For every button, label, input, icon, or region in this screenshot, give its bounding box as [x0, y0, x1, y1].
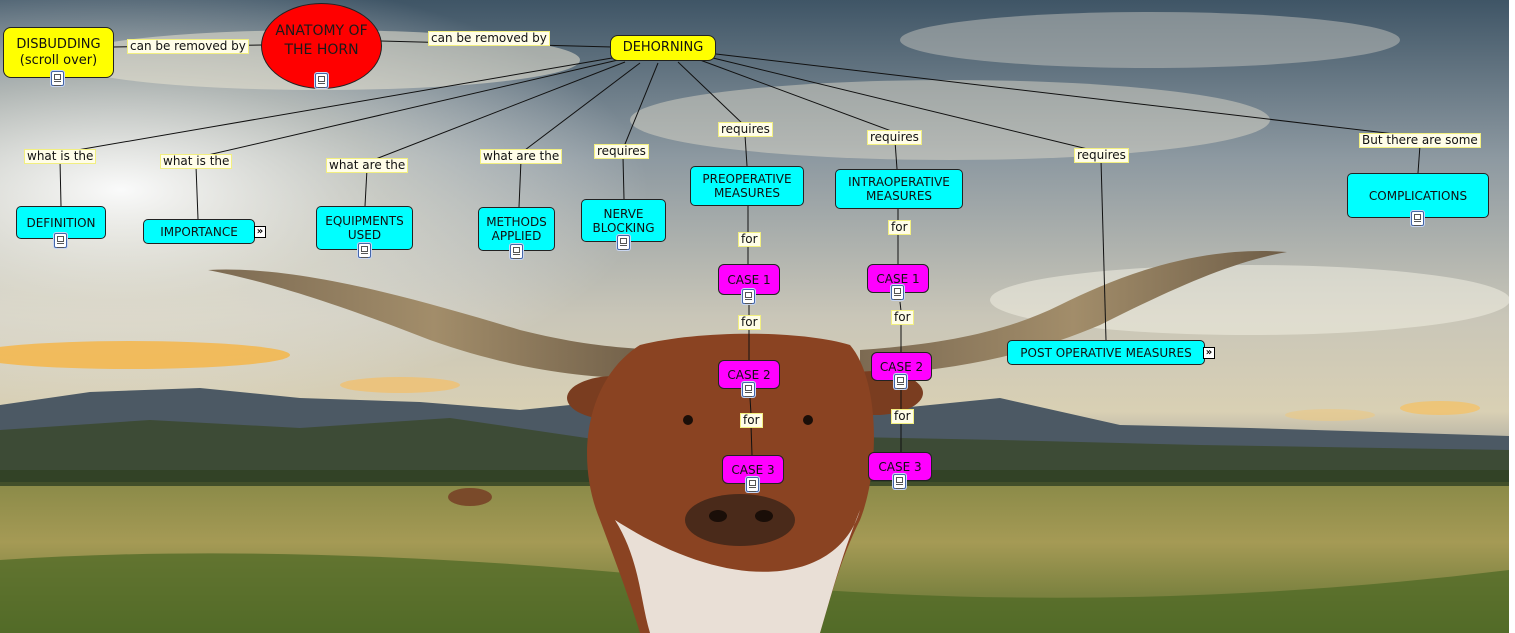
document-icon[interactable]: [54, 233, 67, 248]
pre-case1-label: CASE 1: [727, 273, 770, 287]
intra-case2-label: CASE 2: [880, 360, 923, 374]
anatomy-label: ANATOMY OF THE HORN: [274, 22, 369, 60]
document-icon[interactable]: [891, 285, 904, 300]
intra-case1-label: CASE 1: [876, 272, 919, 286]
nerve-label: NERVE BLOCKING: [582, 207, 665, 235]
link-label-methods: what are the: [480, 149, 562, 164]
document-icon[interactable]: [894, 374, 907, 389]
link-label-disbudding-anatomy: can be removed by: [127, 39, 249, 54]
importance-label: IMPORTANCE: [160, 225, 238, 239]
document-icon[interactable]: [358, 243, 371, 258]
intra-case3-label: CASE 3: [878, 460, 921, 474]
double-chevron-icon[interactable]: »: [1203, 347, 1215, 359]
link-label-definition: what is the: [24, 149, 96, 164]
pre-case3-label: CASE 3: [731, 463, 774, 477]
link-label-anatomy-dehorning: can be removed by: [428, 31, 550, 46]
link-label-equipments: what are the: [326, 158, 408, 173]
document-icon[interactable]: [742, 289, 755, 304]
document-icon[interactable]: [510, 244, 523, 259]
methods-label: METHODS APPLIED: [479, 215, 554, 243]
link-label-pre-for-1: for: [738, 232, 761, 247]
equipments-label: EQUIPMENTS USED: [317, 214, 412, 242]
document-icon[interactable]: [742, 382, 755, 397]
intraop-label: INTRAOPERATIVE MEASURES: [836, 175, 962, 203]
document-icon[interactable]: [893, 474, 906, 489]
post-operative-measures-node[interactable]: POST OPERATIVE MEASURES: [1007, 340, 1205, 365]
link-label-pre-for-3: for: [740, 413, 763, 428]
document-icon[interactable]: [1411, 211, 1424, 226]
preop-label: PREOPERATIVE MEASURES: [691, 172, 803, 200]
link-label-intraop: requires: [867, 130, 922, 145]
double-chevron-icon[interactable]: »: [254, 226, 266, 238]
complications-label: COMPLICATIONS: [1369, 189, 1467, 203]
pre-case2-label: CASE 2: [727, 368, 770, 382]
disbudding-label: DISBUDDING (scroll over): [4, 37, 113, 69]
link-label-nerve: requires: [594, 144, 649, 159]
link-label-intra-for-3: for: [891, 409, 914, 424]
link-label-complications: But there are some: [1359, 133, 1481, 148]
link-label-postop: requires: [1074, 148, 1129, 163]
intraoperative-measures-node[interactable]: INTRAOPERATIVE MEASURES: [835, 169, 963, 209]
document-icon[interactable]: [617, 235, 630, 250]
dehorning-label: DEHORNING: [623, 40, 704, 56]
postop-label: POST OPERATIVE MEASURES: [1020, 346, 1191, 360]
definition-label: DEFINITION: [26, 216, 95, 230]
link-label-preop: requires: [718, 122, 773, 137]
importance-node[interactable]: IMPORTANCE: [143, 219, 255, 244]
document-icon[interactable]: [51, 71, 64, 86]
dehorning-node[interactable]: DEHORNING: [610, 35, 716, 61]
document-icon[interactable]: [746, 477, 759, 492]
link-label-pre-for-2: for: [738, 315, 761, 330]
preoperative-measures-node[interactable]: PREOPERATIVE MEASURES: [690, 166, 804, 206]
link-label-intra-for-2: for: [891, 310, 914, 325]
link-label-intra-for-1: for: [888, 220, 911, 235]
document-icon[interactable]: [315, 73, 328, 88]
link-label-importance: what is the: [160, 154, 232, 169]
